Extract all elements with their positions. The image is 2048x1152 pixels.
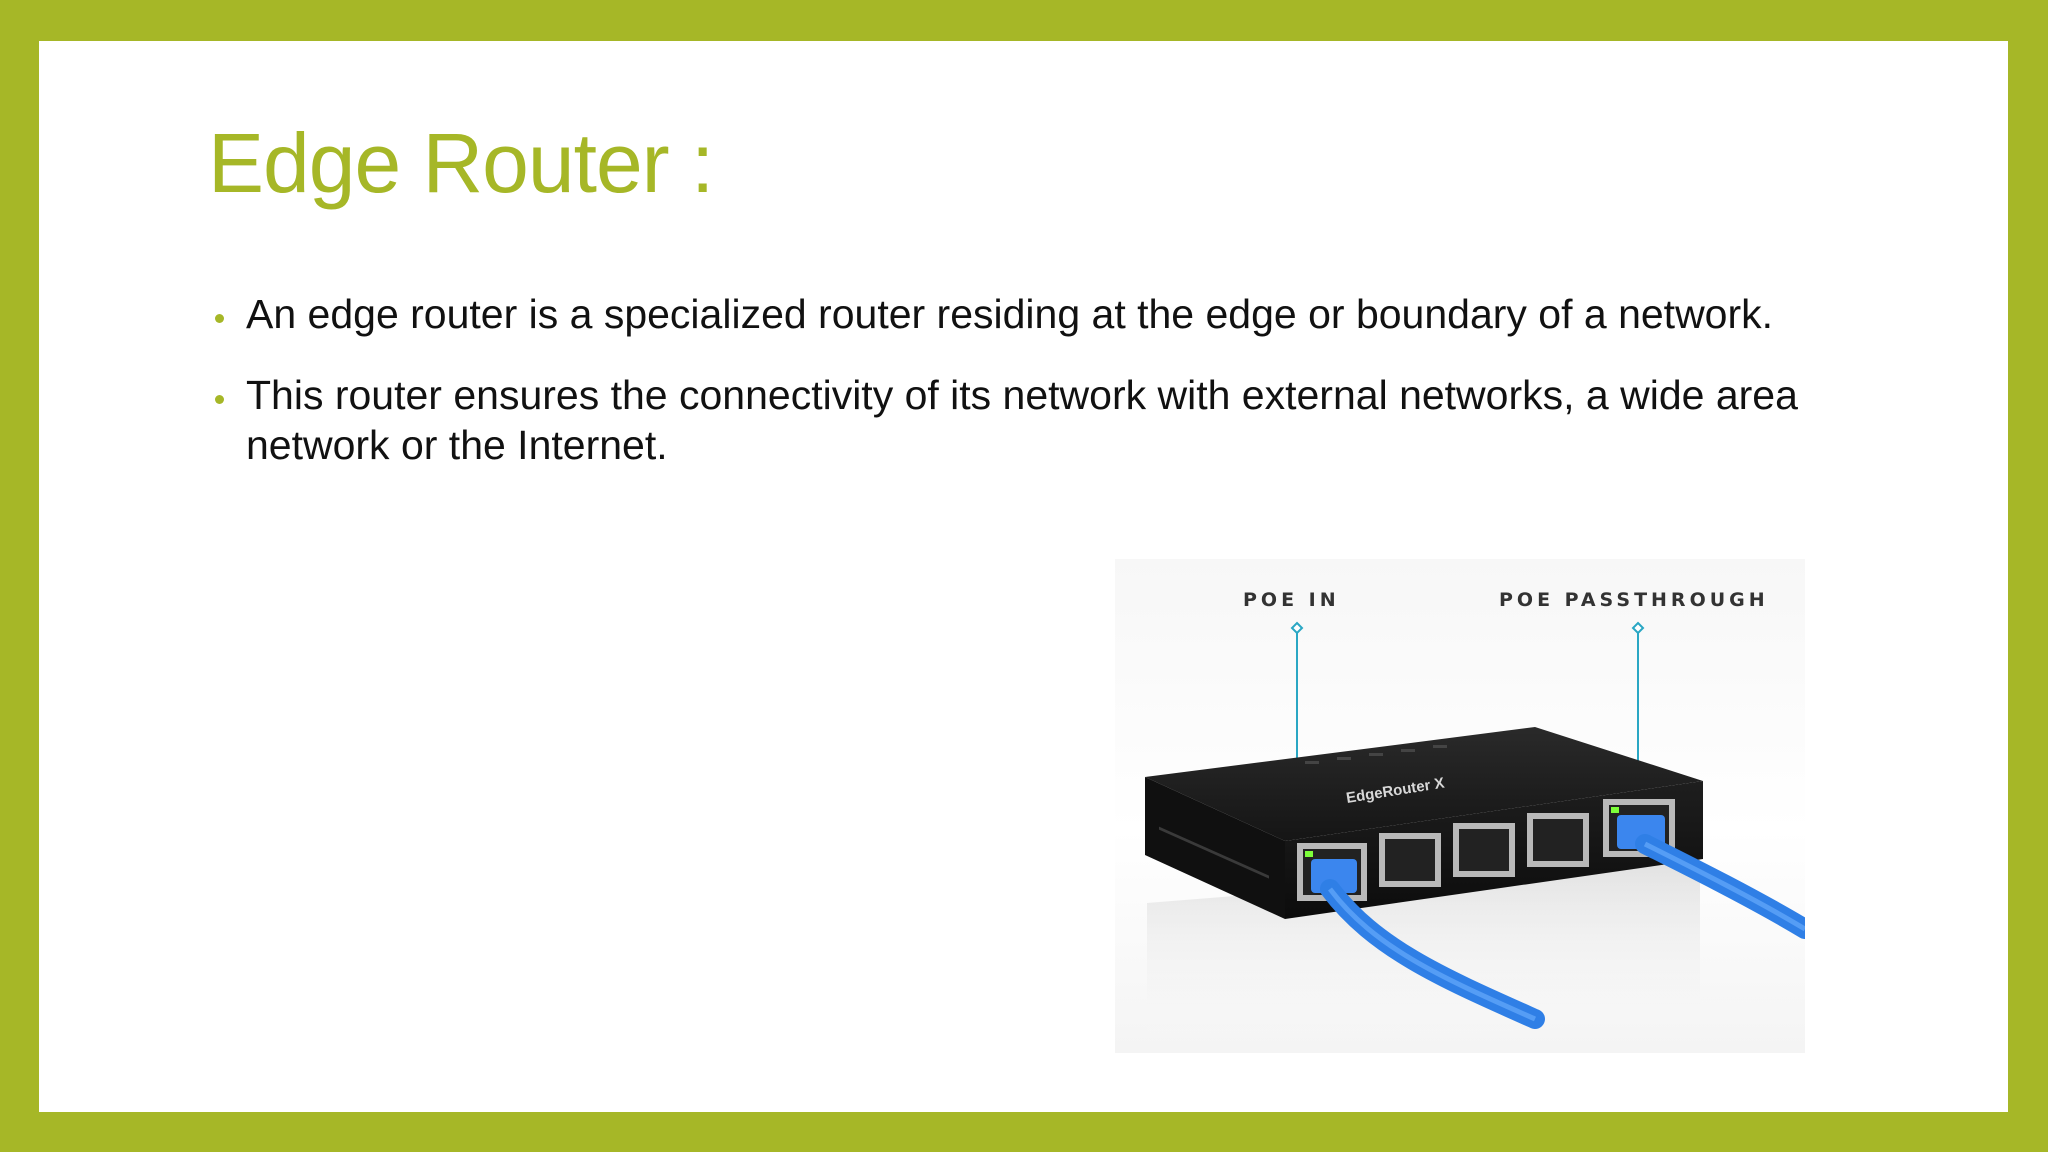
edgerouter-illustration: POE IN POE PASSTHROUGH bbox=[1145, 589, 1805, 1053]
bullet-dot-icon bbox=[215, 314, 224, 323]
ethernet-cables bbox=[1311, 815, 1805, 1029]
bullet-text: This router ensures the connectivity of … bbox=[246, 372, 1798, 468]
slide: Edge Router : An edge router is a specia… bbox=[39, 41, 2008, 1112]
bullet-text: An edge router is a specialized router r… bbox=[246, 291, 1774, 337]
bullet-item: This router ensures the connectivity of … bbox=[215, 370, 1855, 470]
slide-title: Edge Router : bbox=[208, 116, 714, 210]
bullet-list: An edge router is a specialized router r… bbox=[215, 289, 1855, 501]
label-poe-passthrough: POE PASSTHROUGH bbox=[1499, 589, 1769, 611]
bullet-item: An edge router is a specialized router r… bbox=[215, 289, 1855, 339]
router-image: POE IN POE PASSTHROUGH bbox=[1115, 559, 1805, 1053]
bullet-dot-icon bbox=[215, 395, 224, 404]
label-poe-in: POE IN bbox=[1243, 589, 1340, 611]
